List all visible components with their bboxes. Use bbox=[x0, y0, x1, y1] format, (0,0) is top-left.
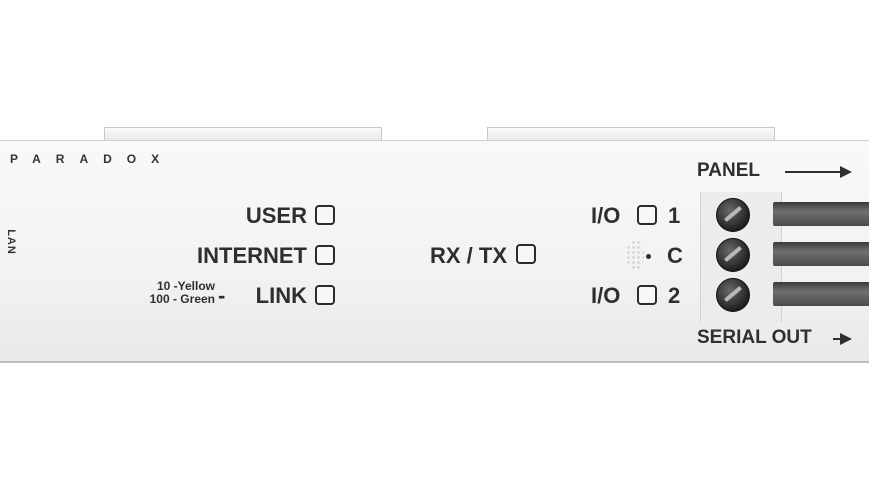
common-label: C bbox=[667, 243, 683, 268]
top-clip-right bbox=[487, 127, 775, 142]
link-separator: - bbox=[218, 283, 226, 308]
lan-port-label: LAN bbox=[4, 229, 17, 255]
serial-out-arrow-icon bbox=[840, 333, 852, 345]
internet-led-indicator bbox=[315, 245, 335, 265]
io1-led-indicator bbox=[637, 205, 657, 225]
terminal-screw-2[interactable] bbox=[716, 238, 750, 272]
panel-label: PANEL bbox=[697, 160, 760, 181]
panel-arrow-line bbox=[785, 171, 841, 173]
light-sensor-dots bbox=[626, 240, 644, 270]
top-clip-left bbox=[104, 127, 382, 142]
panel-arrow-icon bbox=[840, 166, 852, 178]
link-speed-green: 100 - Green bbox=[149, 292, 215, 306]
terminal-screw-3[interactable] bbox=[716, 278, 750, 312]
serial-out-arrow-line bbox=[833, 338, 841, 340]
io2-number: 2 bbox=[668, 283, 681, 308]
link-speed-yellow: 10 -Yellow bbox=[156, 279, 215, 293]
wire-slot-1[interactable] bbox=[773, 202, 869, 226]
wire-slot-3[interactable] bbox=[773, 282, 869, 306]
user-led-label: USER bbox=[245, 203, 307, 228]
link-speed-legend: 10 -Yellow 100 - Green bbox=[150, 280, 215, 306]
common-dot bbox=[646, 254, 651, 259]
brand-logo: PARADOX bbox=[10, 152, 175, 166]
internet-led-label: INTERNET bbox=[197, 243, 307, 268]
io2-label: I/O bbox=[591, 283, 621, 308]
io1-label: I/O bbox=[591, 203, 621, 228]
link-led-indicator bbox=[315, 285, 335, 305]
rxtx-led-indicator bbox=[516, 244, 536, 264]
user-led-indicator bbox=[315, 205, 335, 225]
serial-out-label: SERIAL OUT bbox=[697, 327, 812, 348]
terminal-screw-1[interactable] bbox=[716, 198, 750, 232]
io1-number: 1 bbox=[668, 203, 681, 228]
rxtx-led-label: RX / TX bbox=[429, 243, 507, 268]
io2-led-indicator bbox=[637, 285, 657, 305]
link-led-label: LINK bbox=[255, 283, 307, 308]
wire-slot-2[interactable] bbox=[773, 242, 869, 266]
